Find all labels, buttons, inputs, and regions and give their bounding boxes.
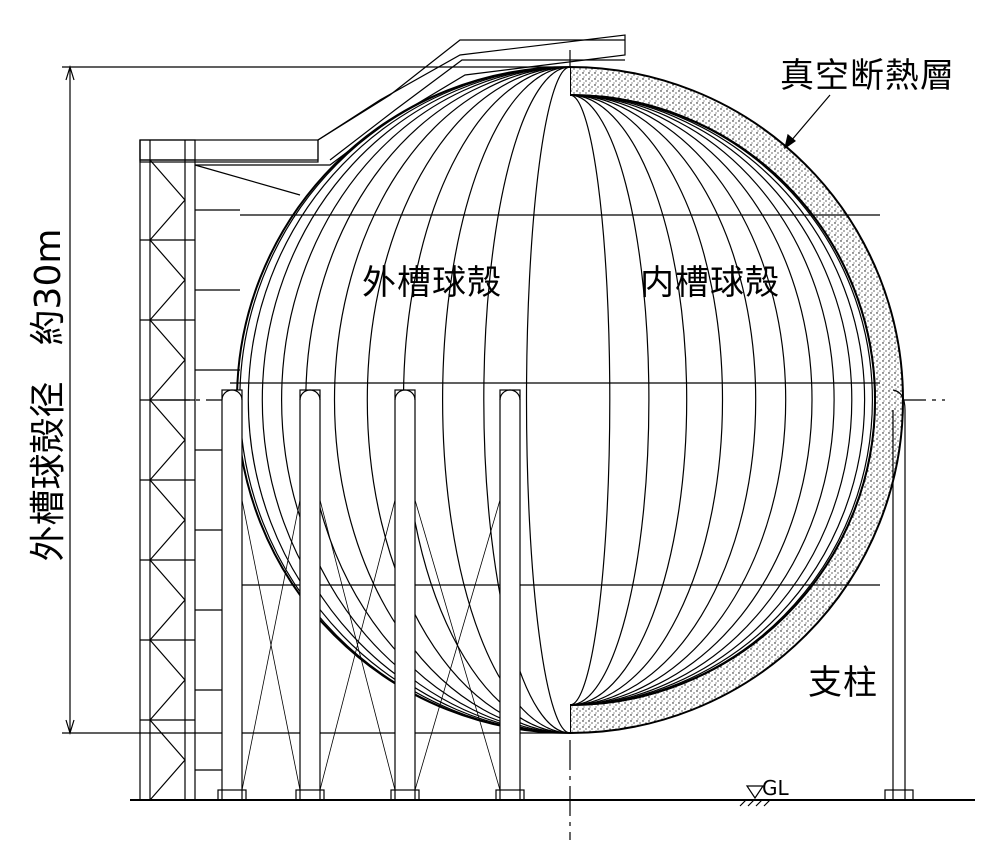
support-column [892,389,906,800]
insulation-leader-arrow [784,94,831,150]
tower-brace [149,479,186,561]
meridian-line [570,95,835,705]
tower-brace [149,719,186,801]
meridian-line [570,95,873,705]
column-cap [221,389,243,401]
gl-symbol [739,785,771,807]
support-column [394,389,416,801]
inner-shell [570,94,880,706]
column-cap [499,389,521,401]
meridian-line [570,95,650,705]
support-column [221,389,243,801]
ground-level-label: GL [762,776,789,800]
meridian-line [483,67,570,733]
vacuum-insulation-label: 真空断熱層 [780,56,955,96]
meridian-line [570,95,813,705]
brace [241,499,301,791]
tower-brace [149,239,186,321]
meridian-line [247,67,570,733]
column-cap [394,389,416,401]
meridian-line [570,95,866,705]
cross-bracing [241,499,501,791]
meridian-line [570,95,611,705]
brace [414,499,501,791]
tower-brace [149,159,186,241]
outer-diameter-label: 外槽球殻径 約30m [28,228,69,562]
meridian-line [281,67,570,733]
meridian-line [570,95,853,705]
column-base [884,789,914,801]
brace [319,499,396,791]
meridian-line [525,67,570,733]
outer-shell-label: 外槽球殻 [362,263,502,303]
column-cap [299,389,321,401]
meridian-line [442,67,570,733]
support-column [499,389,521,801]
meridian-line [570,95,757,705]
meridian-line [570,95,688,705]
inner-shell-label: 内槽球殻 [640,263,780,303]
support-columns [217,389,914,801]
meridian-line [570,95,724,705]
meridian-line [366,67,570,733]
meridian-line [333,67,570,733]
support-column-label: 支柱 [808,663,878,703]
meridian-line [261,67,570,733]
tower-brace [149,639,186,721]
meridian-line [570,95,787,705]
top-platform [139,34,626,196]
support-column [299,389,321,801]
tower-brace [149,399,186,481]
tower-brace [149,319,186,401]
tower-brace [149,559,186,641]
